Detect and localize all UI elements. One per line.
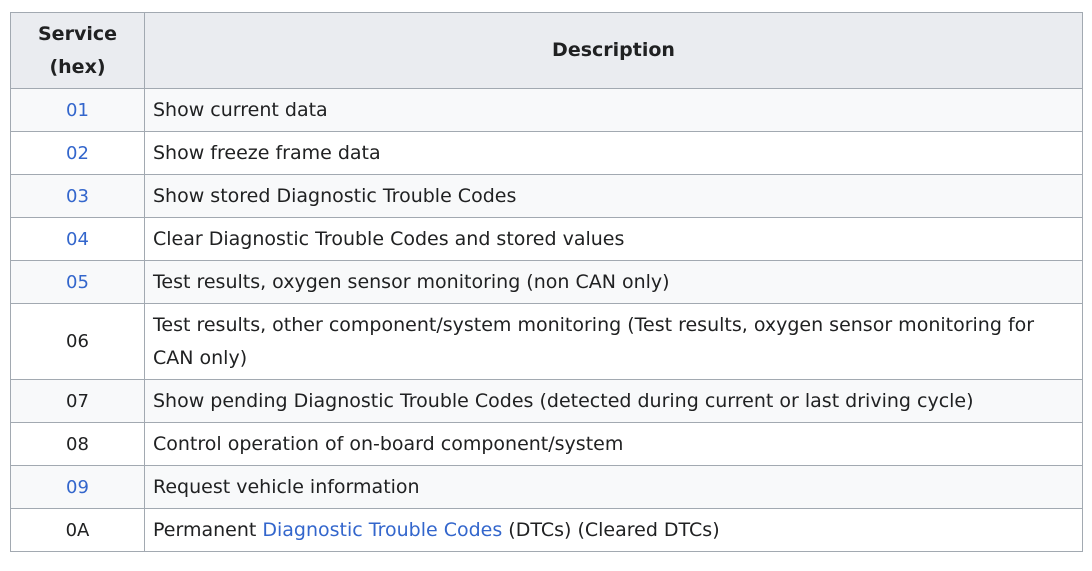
- description-cell: Show stored Diagnostic Trouble Codes: [144, 174, 1083, 218]
- description-text: Show stored Diagnostic Trouble Codes: [153, 184, 517, 207]
- description-text: Permanent: [153, 518, 263, 541]
- table-header-row: Service (hex) Description: [10, 12, 1083, 89]
- description-cell: Permanent Diagnostic Trouble Codes (DTCs…: [144, 508, 1083, 552]
- description-text: Test results, other component/system mon…: [153, 313, 1035, 369]
- service-code-cell: 08: [10, 422, 145, 466]
- header-description: Description: [144, 12, 1083, 89]
- description-text: Request vehicle information: [153, 475, 420, 498]
- service-code: 0A: [65, 519, 90, 541]
- service-code-link[interactable]: 02: [66, 142, 89, 164]
- table-row: 09 Request vehicle information: [10, 465, 1083, 509]
- service-code: 06: [66, 331, 89, 352]
- description-text: (DTCs) (Cleared DTCs): [502, 518, 720, 541]
- table-row: 03 Show stored Diagnostic Trouble Codes: [10, 174, 1083, 218]
- service-code-cell: 06: [10, 303, 145, 380]
- service-code-cell: 09: [10, 465, 145, 509]
- description-text: Test results, oxygen sensor monitoring (…: [153, 270, 670, 293]
- description-cell: Clear Diagnostic Trouble Codes and store…: [144, 217, 1083, 261]
- service-code: 08: [66, 433, 89, 455]
- description-cell: Show current data: [144, 88, 1083, 132]
- table-body: 01 Show current data 02 Show freeze frame d…: [10, 88, 1083, 552]
- service-code-cell: 01: [10, 88, 145, 132]
- description-text: Control operation of on-board component/…: [153, 432, 624, 455]
- service-code-link[interactable]: 03: [66, 185, 89, 207]
- service-code-cell: 07: [10, 379, 145, 423]
- description-text: Clear Diagnostic Trouble Codes and store…: [153, 227, 625, 250]
- table-row: 0A Permanent Diagnostic Trouble Codes (DT…: [10, 508, 1083, 552]
- table-row: 08 Control operation of on-board componen…: [10, 422, 1083, 466]
- header-service-hex: Service (hex): [10, 12, 145, 89]
- table-row: 05 Test results, oxygen sensor monitoring…: [10, 260, 1083, 304]
- service-code-link[interactable]: 05: [66, 271, 89, 293]
- service-code-link[interactable]: 09: [66, 476, 89, 498]
- table-row: 02 Show freeze frame data: [10, 131, 1083, 175]
- table-row: 06 Test results, other component/system m…: [10, 303, 1083, 380]
- table-row: 04 Clear Diagnostic Trouble Codes and sto…: [10, 217, 1083, 261]
- description-text: Show freeze frame data: [153, 141, 381, 164]
- description-cell: Test results, other component/system mon…: [144, 303, 1083, 380]
- service-code-link[interactable]: 04: [66, 228, 89, 250]
- obd-services-table: Service (hex) Description 01 Show current…: [10, 12, 1083, 552]
- service-code-cell: 05: [10, 260, 145, 304]
- service-code: 07: [66, 390, 89, 412]
- description-cell: Show freeze frame data: [144, 131, 1083, 175]
- description-cell: Show pending Diagnostic Trouble Codes (d…: [144, 379, 1083, 423]
- description-link[interactable]: Diagnostic Trouble Codes: [262, 518, 503, 541]
- service-code-link[interactable]: 01: [66, 99, 89, 121]
- service-code-cell: 02: [10, 131, 145, 175]
- description-cell: Control operation of on-board component/…: [144, 422, 1083, 466]
- description-cell: Request vehicle information: [144, 465, 1083, 509]
- service-code-cell: 04: [10, 217, 145, 261]
- description-cell: Test results, oxygen sensor monitoring (…: [144, 260, 1083, 304]
- service-code-cell: 0A: [10, 508, 145, 552]
- description-text: Show pending Diagnostic Trouble Codes (d…: [153, 389, 974, 412]
- table-row: 01 Show current data: [10, 88, 1083, 132]
- table-row: 07 Show pending Diagnostic Trouble Codes …: [10, 379, 1083, 423]
- service-code-cell: 03: [10, 174, 145, 218]
- description-text: Show current data: [153, 98, 328, 121]
